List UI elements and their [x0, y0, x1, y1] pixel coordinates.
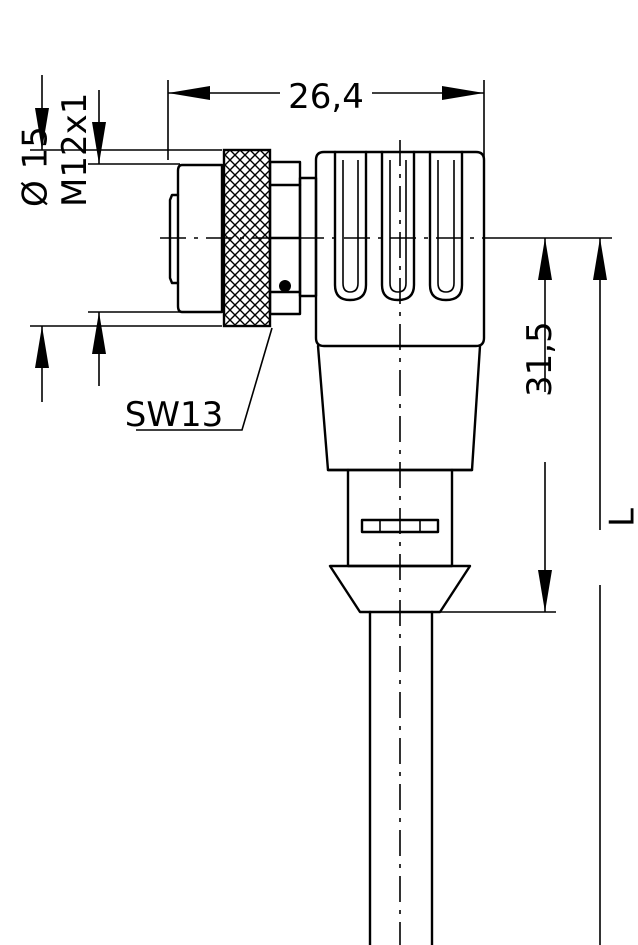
dim-wrench-size: SW13	[125, 395, 223, 435]
dimension-lines	[30, 75, 612, 945]
dim-length: L	[603, 508, 638, 527]
dim-height: 31,5	[520, 321, 560, 397]
connector-body	[168, 148, 486, 945]
dim-diameter: Ø 15	[16, 126, 56, 207]
center-lines	[160, 140, 484, 945]
dim-width-top: 26,4	[288, 77, 364, 117]
dim-thread: M12x1	[55, 93, 95, 207]
